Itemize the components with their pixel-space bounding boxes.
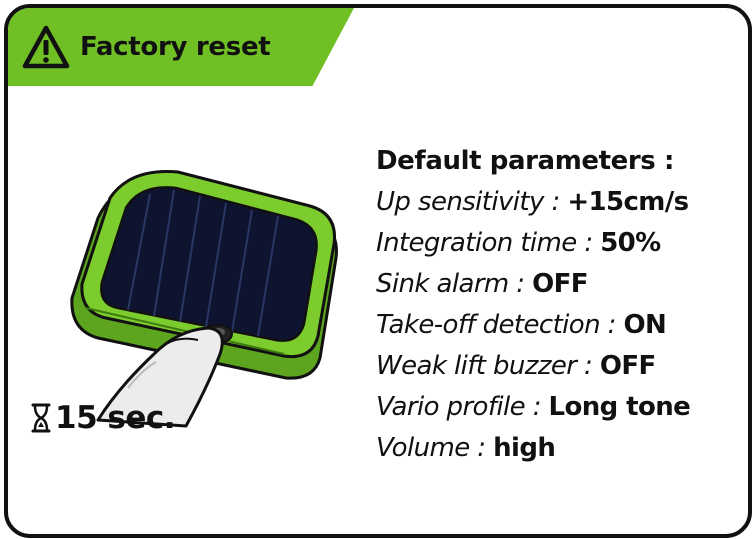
vario-device-illustration bbox=[70, 170, 338, 428]
param-row-volume: Volume : high bbox=[376, 433, 556, 463]
param-row-integration-time: Integration time : 50% bbox=[376, 228, 661, 258]
param-row-up-sensitivity: Up sensitivity : +15cm/s bbox=[376, 187, 689, 217]
params-title: Default parameters : bbox=[376, 146, 675, 176]
default-parameters: Default parameters : Up sensitivity : +1… bbox=[376, 141, 746, 469]
header: Factory reset bbox=[22, 22, 271, 72]
param-row-take-off-detection: Take-off detection : ON bbox=[376, 310, 667, 340]
warning-icon bbox=[22, 25, 70, 69]
hold-timer: 15 sec. bbox=[30, 400, 176, 436]
param-row-weak-lift-buzzer: Weak lift buzzer : OFF bbox=[376, 351, 656, 381]
page-title: Factory reset bbox=[80, 32, 271, 62]
header-banner bbox=[8, 8, 354, 86]
factory-reset-card: Factory reset 15 se bbox=[4, 4, 752, 538]
param-row-sink-alarm: Sink alarm : OFF bbox=[376, 269, 589, 299]
timer-duration: 15 sec. bbox=[55, 400, 176, 436]
param-row-vario-profile: Vario profile : Long tone bbox=[376, 392, 691, 422]
hourglass-icon bbox=[31, 403, 51, 433]
